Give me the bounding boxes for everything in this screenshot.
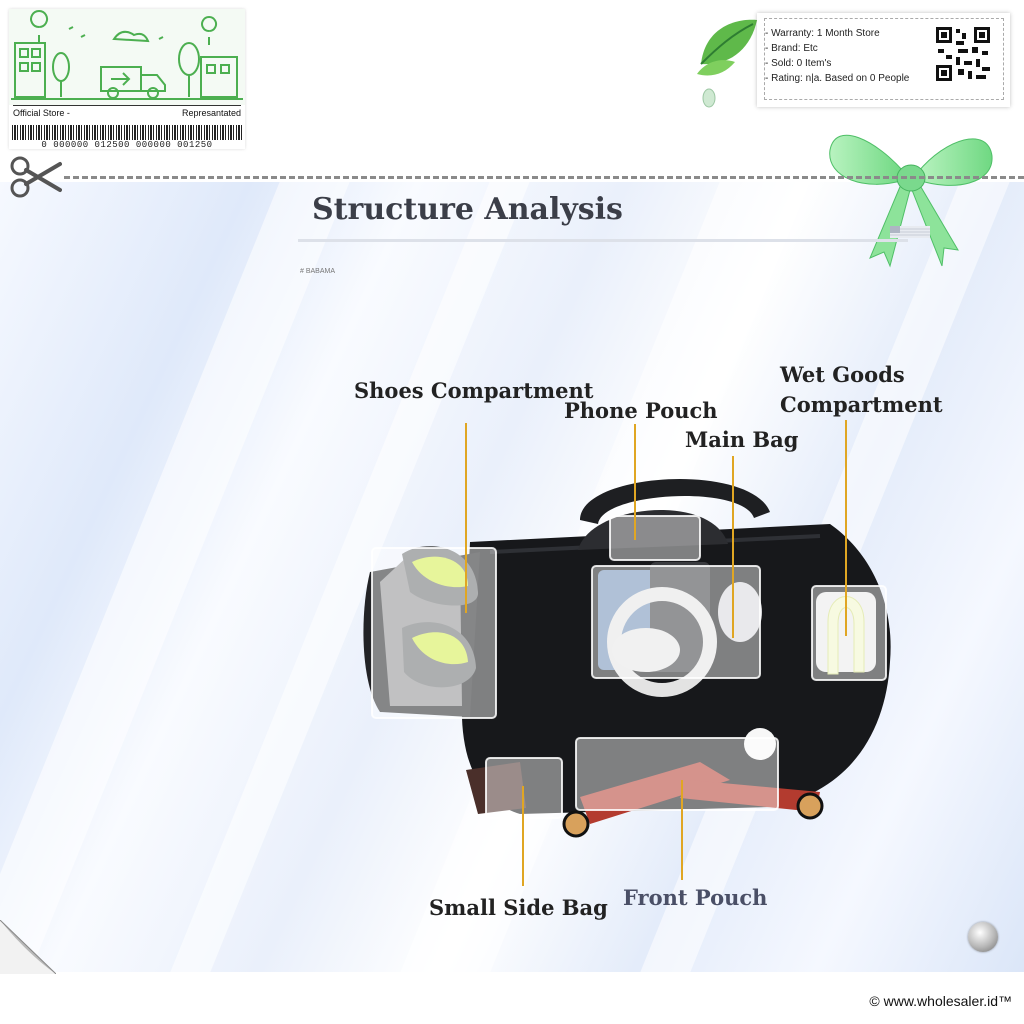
duffel-bag-image (363, 478, 891, 838)
label-wet-goods-line1: Wet Goods (780, 362, 905, 387)
rating-text: - Rating: n|a. Based on 0 People (765, 73, 910, 84)
store-meta-row: Official Store - Represantated (13, 105, 241, 118)
info-card-border (764, 18, 1004, 100)
cut-dashed-line (64, 176, 1024, 179)
flag-icon (890, 226, 930, 238)
label-front-pouch: Front Pouch (623, 885, 768, 910)
scissors-icon (10, 156, 62, 198)
copyright-text: © www.wholesaler.id™ (869, 993, 1012, 1009)
brand-tag: # BABAMA (300, 268, 336, 275)
info-lines: - Warranty: 1 Month Store - Brand: Etc -… (765, 26, 909, 86)
leader-line-wet (845, 420, 847, 636)
page-curl-icon[interactable] (0, 920, 56, 974)
leaf-icon (697, 19, 757, 108)
scroll-knob-button[interactable] (968, 922, 998, 952)
barcode-number: 0 000000 012500 000000 001250 (41, 140, 213, 150)
official-store-label: Official Store - (13, 108, 70, 118)
barcode (12, 125, 242, 140)
sold-text: - Sold: 0 Item's (765, 58, 832, 69)
city-delivery-illustration (9, 9, 245, 105)
leader-line-phone (634, 424, 636, 540)
leader-line-main (732, 456, 734, 638)
label-small-side-bag: Small Side Bag (429, 895, 608, 920)
page-title: Structure Analysis (312, 192, 623, 227)
warranty-text: - Warranty: 1 Month Store (765, 28, 880, 39)
label-phone-pouch: Phone Pouch (564, 398, 718, 423)
leader-line-shoes (465, 423, 467, 613)
title-underline (298, 239, 908, 242)
represented-label: Represantated (181, 108, 241, 118)
label-wet-goods: Wet Goods Compartment (780, 360, 943, 420)
label-main-bag: Main Bag (685, 427, 799, 452)
brand-text: - Brand: Etc (765, 43, 818, 54)
label-wet-goods-line2: Compartment (780, 392, 943, 417)
store-badge: Official Store - Represantated 0 000000 … (9, 9, 245, 150)
product-info-card: - Warranty: 1 Month Store - Brand: Etc -… (757, 13, 1010, 107)
leader-line-side (522, 786, 524, 886)
label-shoes-compartment: Shoes Compartment (354, 378, 594, 403)
qr-code-icon[interactable] (934, 25, 992, 83)
ribbon-bow-icon (829, 134, 993, 268)
leader-line-front (681, 780, 683, 880)
